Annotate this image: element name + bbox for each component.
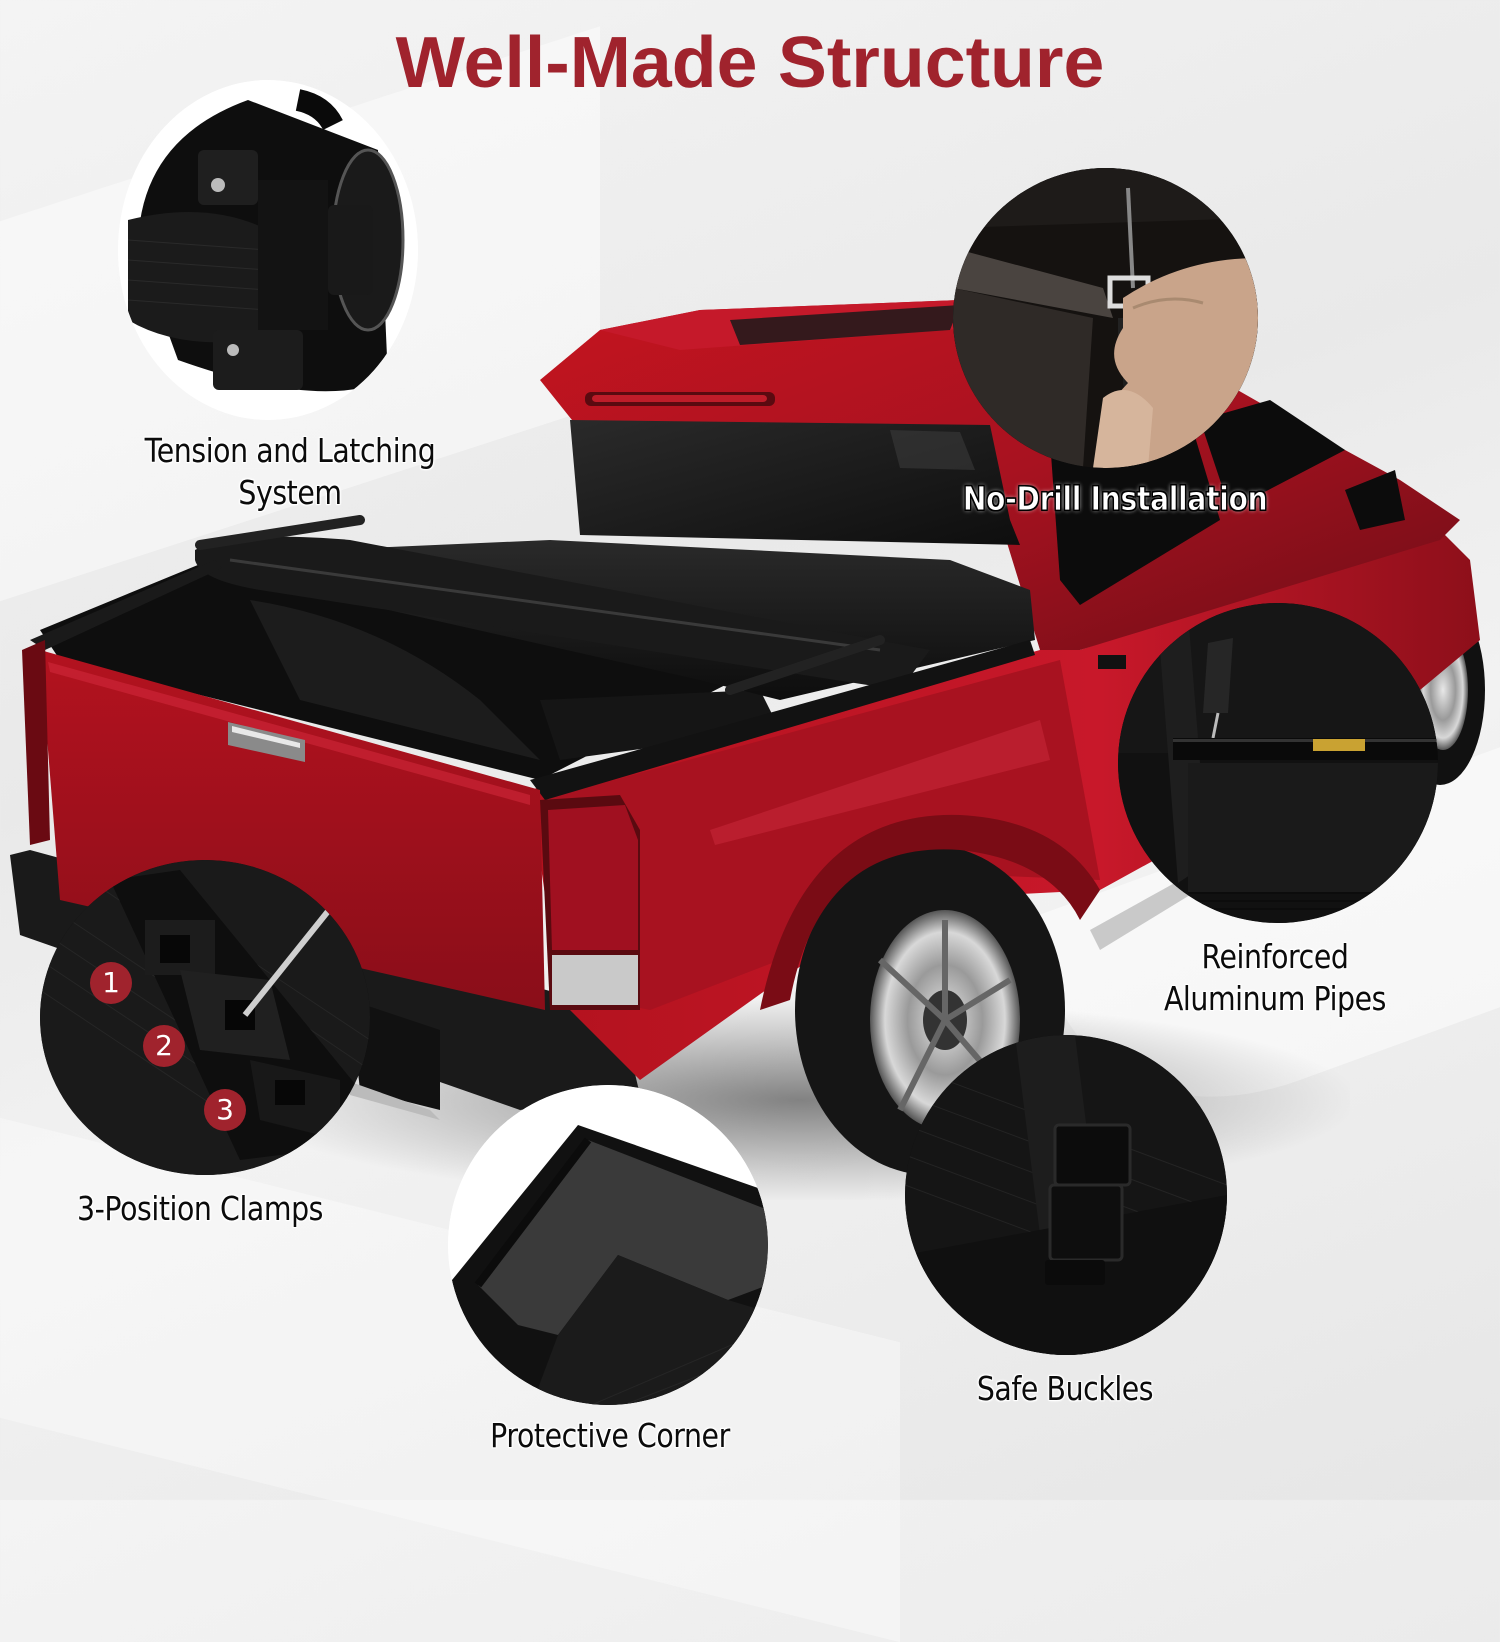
protective-corner-pad-icon: [448, 1085, 768, 1405]
strap-buckle-icon: [905, 1035, 1227, 1355]
buckles-detail-image: [905, 1035, 1227, 1355]
aluminum-frame-rail-icon: [1118, 603, 1438, 923]
clamp-position-3-badge: 3: [204, 1089, 246, 1131]
clamp-position-1-badge: 1: [90, 962, 132, 1004]
aluminum-pipes-label-line1: Reinforced: [1201, 937, 1349, 976]
clamps-label-line1: 3-Position Clamps: [76, 1189, 324, 1228]
hand-installing-clamp-icon: [953, 168, 1258, 468]
aluminum-pipes-label: Reinforced Aluminum Pipes: [1133, 936, 1417, 1020]
clamps-label: 3-Position Clamps: [45, 1188, 355, 1230]
tension-latching-label-line2: System: [238, 473, 342, 512]
tension-latching-label-line1: Tension and Latching: [144, 431, 436, 470]
buckles-label: Safe Buckles: [936, 1368, 1194, 1410]
latch-mechanism-icon: [118, 80, 418, 420]
tension-latching-label: Tension and Latching System: [118, 430, 462, 514]
aluminum-pipes-label-line2: Aluminum Pipes: [1163, 979, 1387, 1018]
corner-detail-image: [448, 1085, 768, 1405]
aluminum-pipes-detail-image: [1118, 603, 1438, 923]
corner-label-line1: Protective Corner: [490, 1416, 730, 1455]
buckles-label-line1: Safe Buckles: [976, 1369, 1154, 1408]
three-position-clamp-icon: [40, 860, 370, 1175]
clamp-position-2-badge: 2: [143, 1025, 185, 1067]
no-drill-label-line1: No-Drill Installation: [962, 479, 1268, 519]
no-drill-detail-image: [953, 168, 1258, 468]
no-drill-label: No-Drill Installation: [956, 478, 1274, 520]
corner-label: Protective Corner: [455, 1415, 765, 1457]
tension-latching-detail-image: [118, 80, 418, 420]
clamps-detail-image: 1 2 3: [40, 860, 370, 1175]
page-title: Well-Made Structure: [395, 23, 1105, 103]
